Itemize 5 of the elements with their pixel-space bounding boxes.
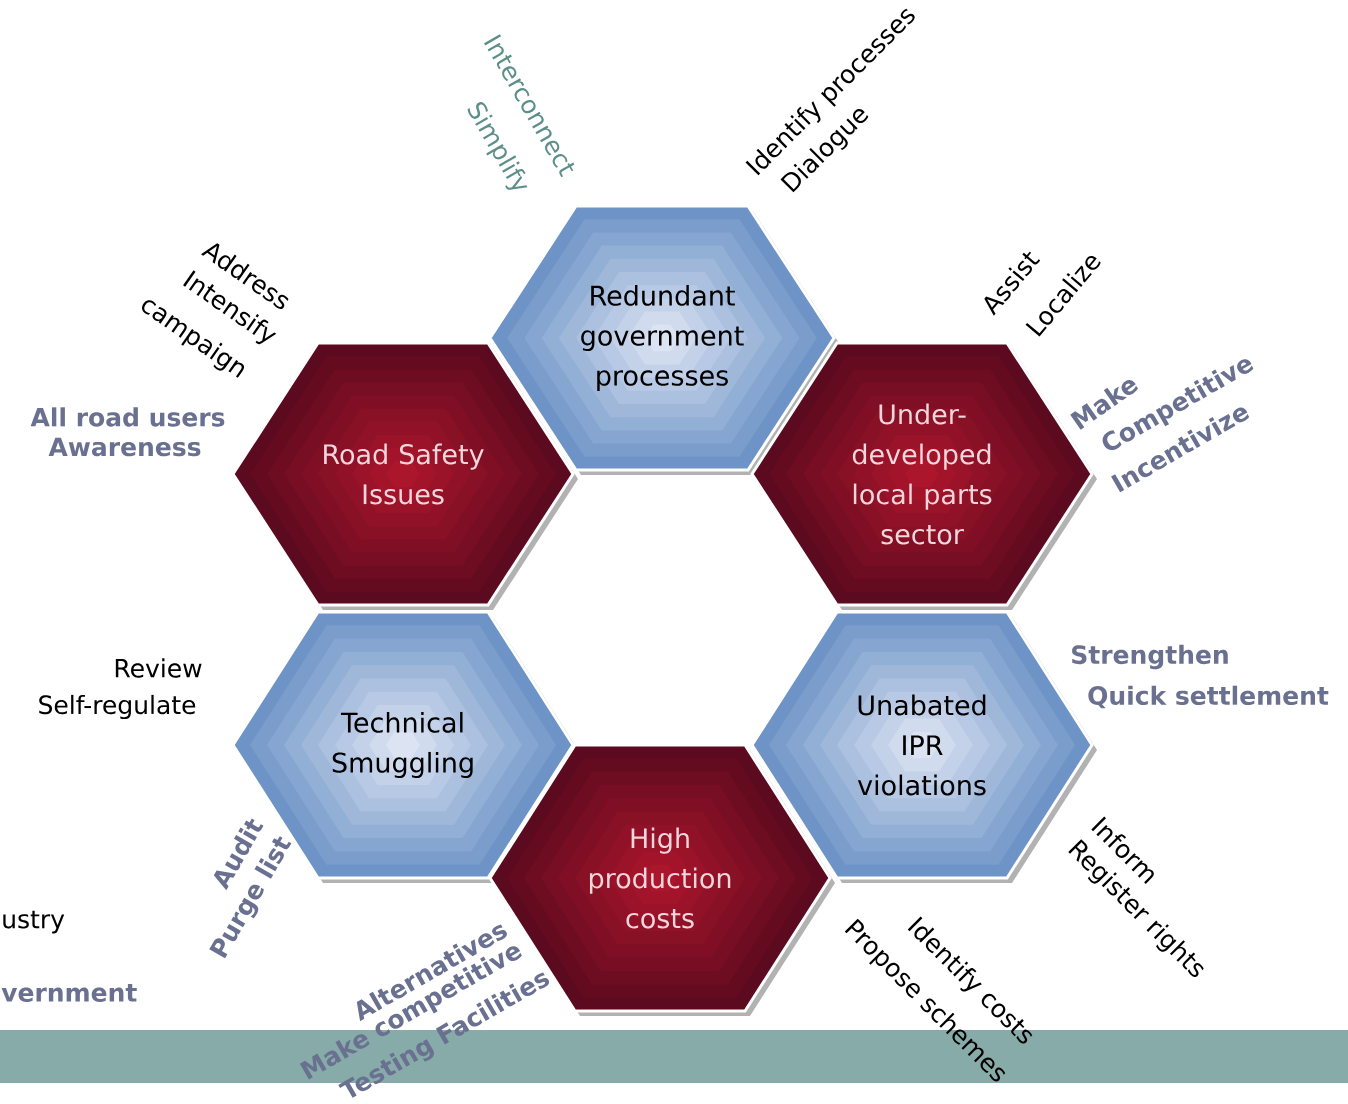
action-label: Awareness [48, 437, 201, 457]
action-label: ustry [3, 910, 65, 934]
action-label: Self-regulate [39, 694, 196, 720]
action-label: Review [115, 658, 202, 678]
action-label: vernment [1, 984, 137, 1002]
